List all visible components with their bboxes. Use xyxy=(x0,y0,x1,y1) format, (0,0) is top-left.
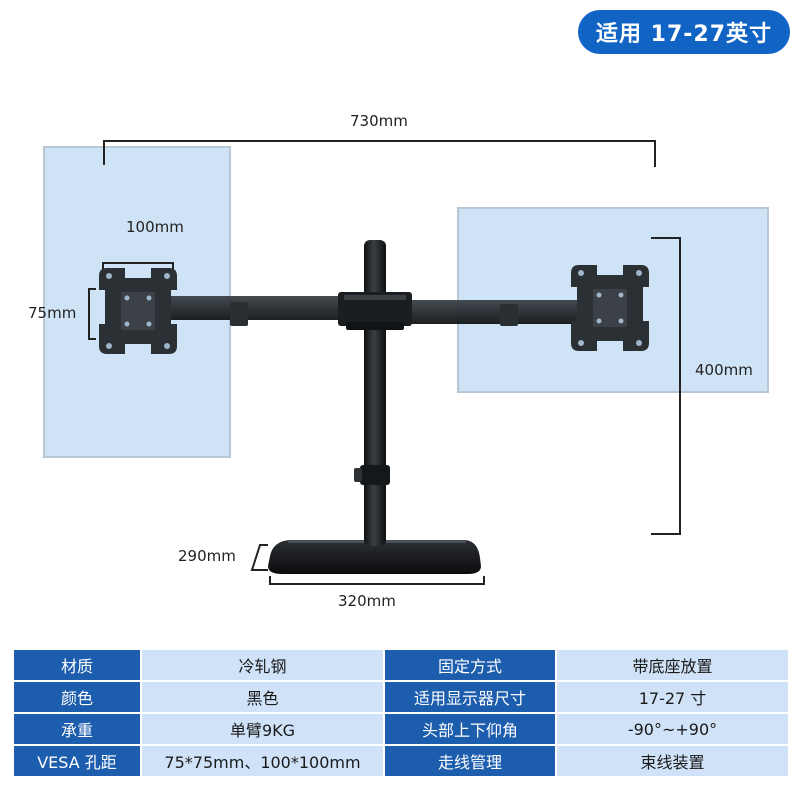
base-width-bracket xyxy=(269,576,485,585)
table-row: 颜色 黑色 适用显示器尺寸 17-27 寸 xyxy=(12,680,790,714)
spec-value: 单臂9KG xyxy=(140,712,385,746)
base-depth-label: 290mm xyxy=(178,547,236,565)
base-depth-marker xyxy=(250,544,268,571)
spec-value: 冷轧钢 xyxy=(140,648,385,682)
spec-key: 适用显示器尺寸 xyxy=(383,680,557,714)
overall-width-label: 730mm xyxy=(350,112,408,130)
spec-key: 承重 xyxy=(12,712,142,746)
right-vesa-plate xyxy=(571,265,649,351)
vesa-height-bracket xyxy=(88,288,96,340)
overall-width-bracket xyxy=(103,140,656,167)
spec-value: 17-27 寸 xyxy=(555,680,790,714)
size-range-badge: 适用 17-27英寸 xyxy=(578,10,790,54)
spec-value: 75*75mm、100*100mm xyxy=(140,744,385,778)
left-vesa-plate xyxy=(99,268,177,354)
monitor-height-bracket xyxy=(651,237,681,535)
vesa-width-bracket xyxy=(102,262,174,272)
spec-key: 头部上下仰角 xyxy=(383,712,557,746)
table-row: 承重 单臂9KG 头部上下仰角 -90°~+90° xyxy=(12,712,790,746)
spec-value: 束线装置 xyxy=(555,744,790,778)
spec-key: 材质 xyxy=(12,648,142,682)
monitor-height-label: 400mm xyxy=(695,361,753,379)
table-row: VESA 孔距 75*75mm、100*100mm 走线管理 束线装置 xyxy=(12,744,790,778)
spec-key: 走线管理 xyxy=(383,744,557,778)
spec-table: 材质 冷轧钢 固定方式 带底座放置 颜色 黑色 适用显示器尺寸 17-27 寸 … xyxy=(12,648,790,778)
pole-lower-knob xyxy=(354,468,362,482)
hub-top-bar xyxy=(344,295,406,300)
hub-bottom-bar xyxy=(346,322,404,330)
left-arm xyxy=(150,296,370,320)
vesa-width-label: 100mm xyxy=(126,218,184,236)
pole-lower-collar xyxy=(360,465,390,485)
monitor-stand-diagram xyxy=(43,140,769,585)
base-width-label: 320mm xyxy=(338,592,396,610)
spec-key: VESA 孔距 xyxy=(12,744,142,778)
vesa-height-label: 75mm xyxy=(28,304,77,322)
spec-value: 黑色 xyxy=(140,680,385,714)
stand-base xyxy=(268,540,481,574)
stand-pole xyxy=(364,240,386,546)
spec-key: 颜色 xyxy=(12,680,142,714)
right-arm-joint xyxy=(500,304,518,326)
right-arm xyxy=(380,300,590,324)
left-arm-joint xyxy=(230,302,248,326)
spec-value: -90°~+90° xyxy=(555,712,790,746)
center-hub-clamp xyxy=(338,292,412,326)
spec-value: 带底座放置 xyxy=(555,648,790,682)
table-row: 材质 冷轧钢 固定方式 带底座放置 xyxy=(12,648,790,682)
spec-key: 固定方式 xyxy=(383,648,557,682)
